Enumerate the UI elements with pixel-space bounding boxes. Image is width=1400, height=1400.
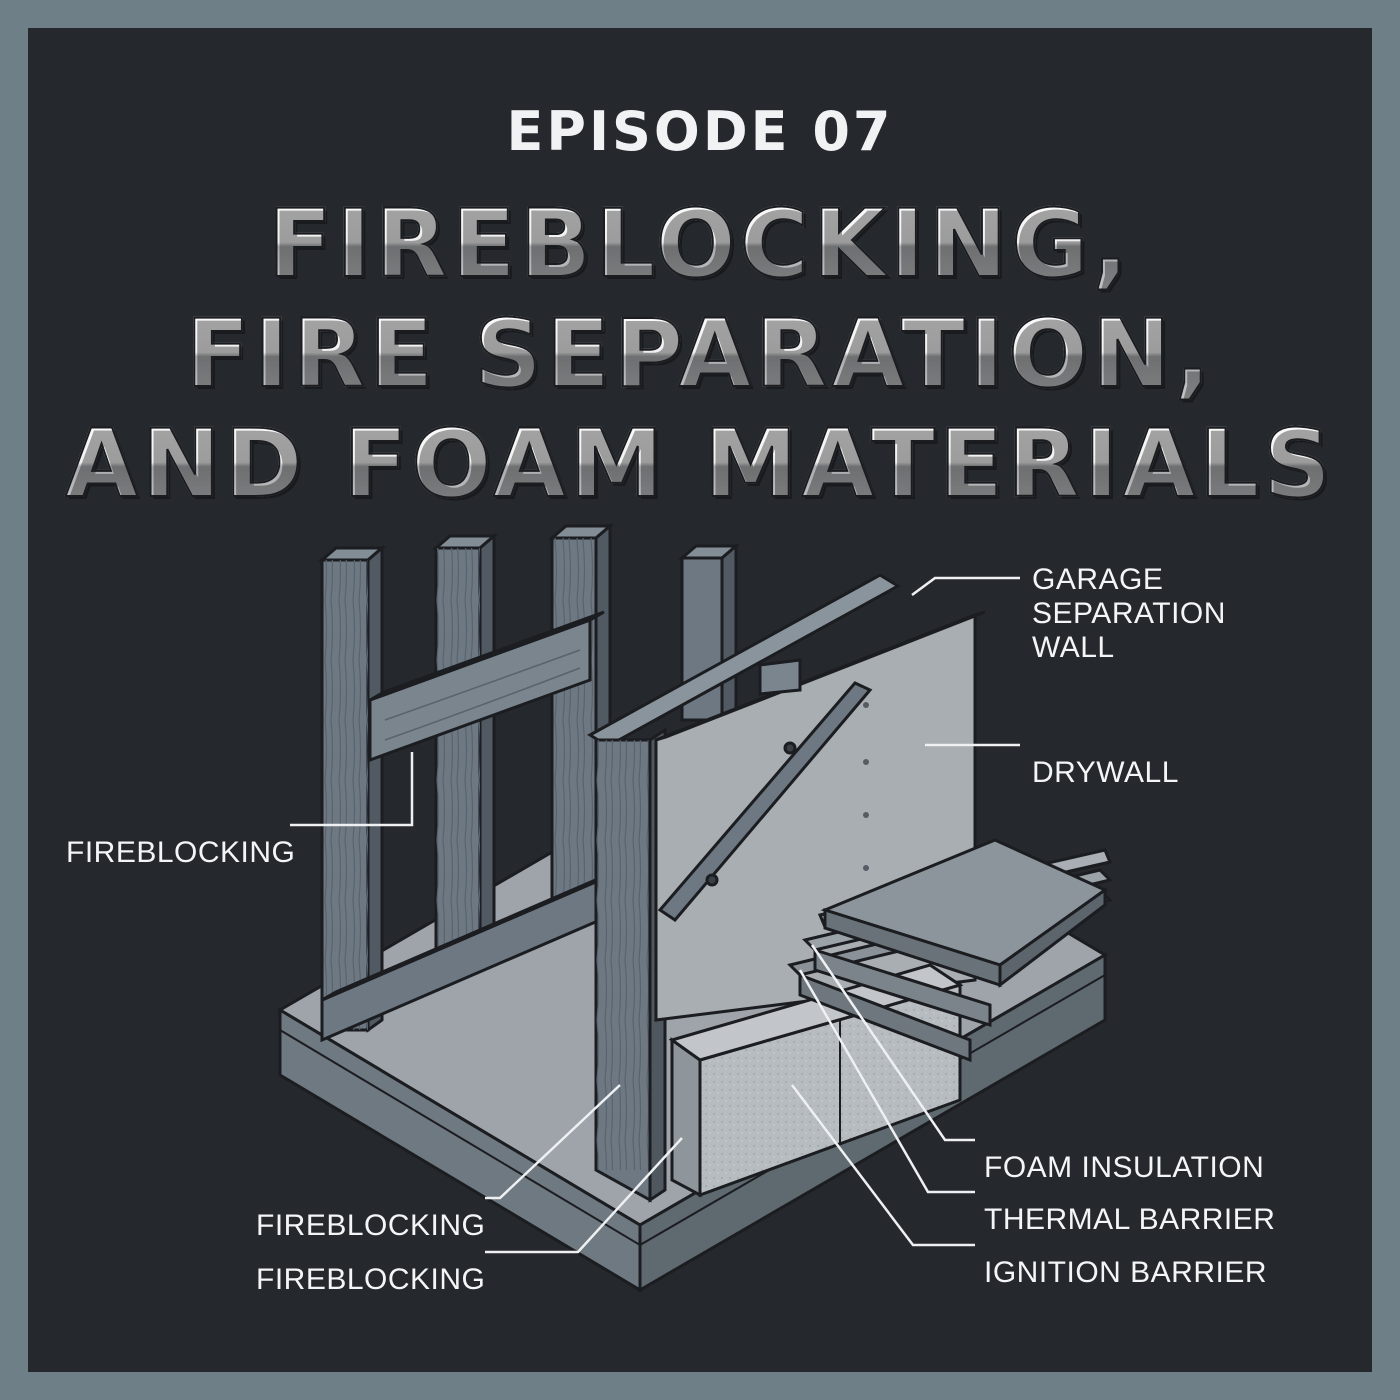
label-fireblocking-bottom-1: FIREBLOCKING [256,1209,486,1242]
label-drywall: DRYWALL [1032,756,1179,789]
barrier-layers [787,838,1113,1063]
episode-label: EPISODE 07 [506,100,894,163]
title-line-1: FIREBLOCKING, [28,189,1372,300]
label-garage-separation-wall: GARAGE SEPARATION WALL [1032,563,1226,664]
label-foam-insulation: FOAM INSULATION [984,1151,1265,1184]
label-thermal-barrier: THERMAL BARRIER [984,1203,1276,1236]
title-line-3: AND FOAM MATERIALS [28,409,1372,520]
label-fireblocking-bottom-2: FIREBLOCKING [256,1263,486,1296]
wall-assembly-diagram [277,522,1113,1293]
leader-lines [290,576,1020,1254]
poster-frame: EPISODE 07 FIREBLOCKING, FIRE SEPARATION… [28,28,1372,1372]
back-stud-framing [317,522,741,1043]
label-ignition-barrier: IGNITION BARRIER [984,1256,1268,1289]
title-line-2: FIRE SEPARATION, [28,299,1372,410]
label-fireblocking-left: FIREBLOCKING [66,836,296,869]
